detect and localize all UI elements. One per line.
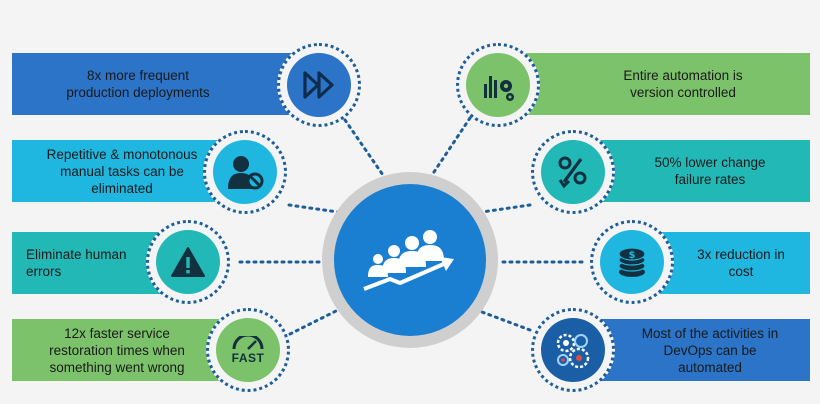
benefit-text: 8x more frequent production deployments — [66, 68, 210, 100]
benefit-text: 12x faster service restoration times whe… — [49, 325, 185, 375]
coins-icon: $ — [618, 247, 646, 277]
gears-chart-icon — [484, 76, 514, 101]
benefit-text: Repetitive & monotonous manual tasks can… — [46, 146, 198, 196]
node-cost: $ — [590, 220, 674, 304]
node-manual-tasks — [203, 130, 287, 214]
benefit-bar-failure-rates: 50% lower change failure rates — [582, 140, 810, 202]
benefit-text: Eliminate human errors — [26, 247, 127, 279]
benefit-text: 3x reduction in cost — [697, 247, 785, 279]
node-version-controlled — [456, 43, 540, 127]
svg-text:$: $ — [629, 250, 636, 261]
node-restoration: FAST — [206, 308, 290, 392]
person-blocked-icon — [228, 156, 264, 190]
benefit-bar-version-controlled: Entire automation is version controlled — [524, 53, 810, 115]
percent-down-icon — [558, 156, 587, 189]
benefit-text: Entire automation is version controlled — [623, 68, 743, 100]
node-deployments — [277, 43, 361, 127]
benefit-bar-automated: Most of the activities in DevOps can be … — [582, 319, 810, 381]
benefit-bar-deployments: 8x more frequent production deployments — [12, 53, 300, 115]
automation-gears-icon — [556, 333, 590, 369]
node-human-errors — [146, 220, 230, 304]
node-failure-rates — [531, 130, 615, 214]
benefit-bar-manual-tasks: Repetitive & monotonous manual tasks can… — [12, 140, 240, 202]
warning-icon — [171, 247, 205, 277]
team-growth-icon — [363, 230, 454, 291]
benefit-text: Most of the activities in DevOps can be … — [641, 325, 779, 375]
node-automated — [531, 308, 615, 392]
fast-speedometer-icon — [232, 335, 264, 350]
fast-forward-icon — [303, 71, 334, 99]
benefit-text: 50% lower change failure rates — [654, 155, 766, 187]
central-hub — [322, 172, 498, 348]
fast-label: FAST — [231, 350, 265, 365]
